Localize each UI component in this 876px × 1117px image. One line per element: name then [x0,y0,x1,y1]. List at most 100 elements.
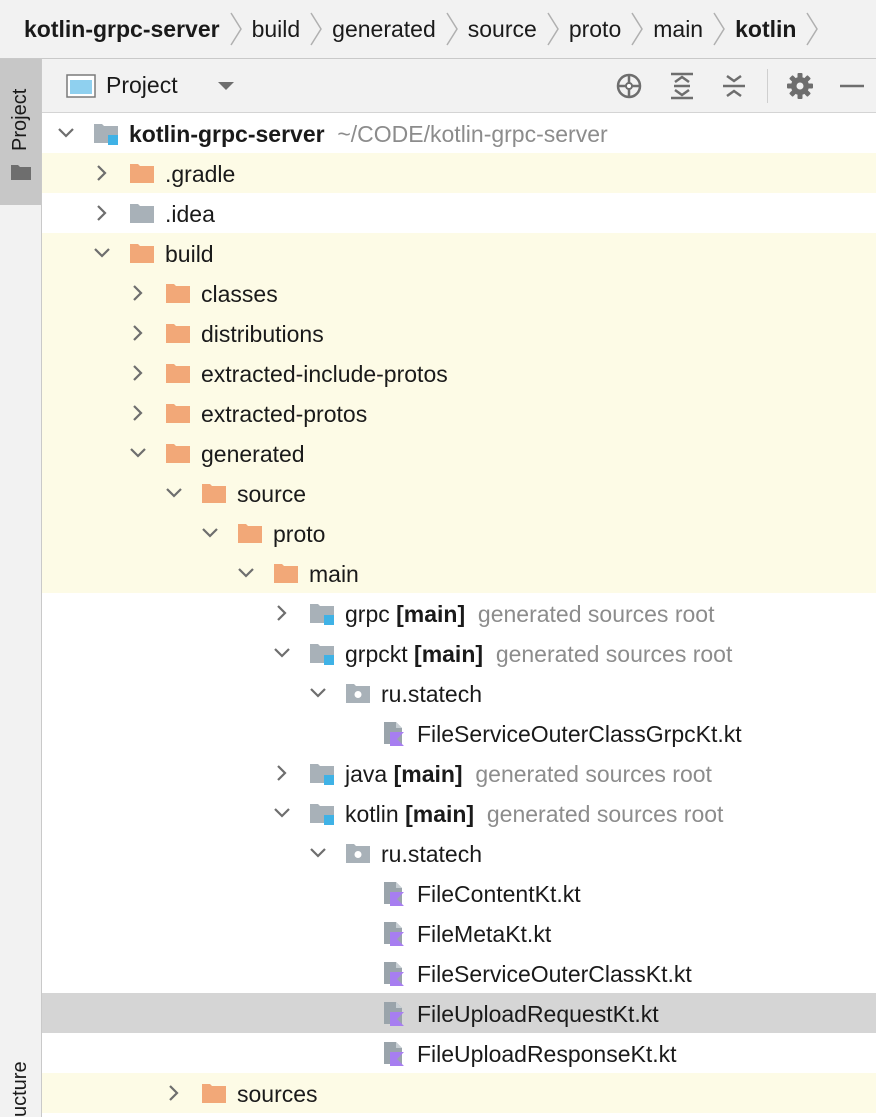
tree-row-label: FileServiceOuterClassGrpcKt.kt [417,721,742,747]
tree-row-label: distributions [201,321,324,347]
tree-row-label: build [165,241,214,267]
structure-side-tab-label: ucture [9,1061,31,1117]
tree-row[interactable]: ru.statech [42,673,876,713]
folder-name: kotlin [345,801,399,827]
tree-row[interactable]: FileContentKt.kt [42,873,876,913]
tree-row[interactable]: classes [42,273,876,313]
project-side-tab[interactable]: Project [0,59,41,205]
tree-row-label: FileUploadRequestKt.kt [417,1001,659,1027]
source-root-folder-icon [310,644,334,665]
tree-row-label: grpckt [main] generated sources root [345,641,732,668]
tree-row-label: grpc [main] generated sources root [345,601,714,628]
folder-icon [166,284,190,303]
chevron-down-icon[interactable] [56,123,76,143]
module-tag: [main] [393,761,463,787]
folder-icon [130,244,154,263]
chevron-right-icon[interactable] [128,403,148,423]
collapse-all-icon[interactable] [719,71,749,101]
module-tag: [main] [414,641,484,667]
tree-row[interactable]: FileMetaKt.kt [42,913,876,953]
tree-row[interactable]: .gradle [42,153,876,193]
folder-name: grpc [345,601,390,627]
project-tree: kotlin-grpc-server ~/CODE/kotlin-grpc-se… [42,113,876,1117]
tree-row[interactable]: main [42,553,876,593]
tree-row[interactable]: distributions [42,313,876,353]
tree-row-label: FileMetaKt.kt [417,921,552,947]
tree-row[interactable]: extracted-include-protos [42,353,876,393]
tree-row-root[interactable]: kotlin-grpc-server ~/CODE/kotlin-grpc-se… [42,113,876,153]
chevron-right-icon[interactable] [92,163,112,183]
chevron-right-icon[interactable] [128,283,148,303]
project-view-icon [66,74,96,98]
tree-row[interactable]: FileServiceOuterClassGrpcKt.kt [42,713,876,753]
tree-row[interactable]: proto [42,513,876,553]
expand-all-icon[interactable] [667,71,697,101]
chevron-right-icon[interactable] [92,203,112,223]
locate-file-crosshair-icon[interactable] [614,71,644,101]
chevron-right-icon[interactable] [272,763,292,783]
tree-row-selected[interactable]: FileUploadRequestKt.kt [42,993,876,1033]
tree-row-label: FileServiceOuterClassKt.kt [417,961,692,987]
tree-row[interactable]: sources [42,1073,876,1113]
chevron-right-icon[interactable] [128,363,148,383]
folder-icon [130,204,154,223]
tree-row-label: sources [237,1081,318,1107]
chevron-right-icon[interactable] [128,323,148,343]
kotlin-file-icon [384,1042,404,1066]
chevron-down-icon[interactable] [200,523,220,543]
project-side-tab-label: Project [9,88,31,151]
breadcrumb-item[interactable]: main [653,15,704,42]
tree-row-label: extracted-include-protos [201,361,448,387]
chevron-down-icon[interactable] [308,843,328,863]
root-note: generated sources root [477,601,715,627]
tree-row[interactable]: java [main] generated sources root [42,753,876,793]
tree-row-label: FileContentKt.kt [417,881,581,907]
folder-icon [238,524,262,543]
root-note: generated sources root [486,801,724,827]
chevron-down-icon[interactable] [308,683,328,703]
kotlin-file-icon [384,1002,404,1026]
folder-icon [166,404,190,423]
module-tag: [main] [396,601,466,627]
chevron-down-icon[interactable] [164,483,184,503]
tree-row[interactable]: build [42,233,876,273]
breadcrumb-item[interactable]: source [467,15,537,42]
tool-window-title[interactable]: Project [106,72,178,98]
root-project-name: kotlin-grpc-server [129,121,325,147]
breadcrumb-separator-icon [446,12,458,46]
structure-side-tab[interactable]: ucture [0,1049,41,1117]
minimize-icon[interactable] [837,71,867,101]
chevron-down-icon[interactable] [272,643,292,663]
package-icon [346,684,370,703]
tree-row-label: main [309,561,359,587]
kotlin-file-icon [384,722,404,746]
chevron-right-icon[interactable] [272,603,292,623]
chevron-down-icon[interactable] [272,803,292,823]
tree-row[interactable]: source [42,473,876,513]
gear-icon[interactable] [785,71,815,101]
chevron-down-icon[interactable] [236,563,256,583]
tree-row[interactable]: FileServiceOuterClassKt.kt [42,953,876,993]
tree-row-label: FileUploadResponseKt.kt [417,1041,677,1067]
tree-row[interactable]: grpc [main] generated sources root [42,593,876,633]
tree-row[interactable]: extracted-protos [42,393,876,433]
tree-row[interactable]: kotlin [main] generated sources root [42,793,876,833]
tree-row[interactable]: generated [42,433,876,473]
breadcrumb-item[interactable]: proto [568,15,622,42]
view-dropdown-chevron-down-icon[interactable] [216,79,236,93]
chevron-right-icon[interactable] [164,1083,184,1103]
tree-row[interactable]: .idea [42,193,876,233]
tree-row-label: kotlin-grpc-server ~/CODE/kotlin-grpc-se… [129,121,608,148]
breadcrumb-item[interactable]: build [251,15,301,42]
tree-row-label: classes [201,281,278,307]
breadcrumb-item[interactable]: kotlin-grpc-server [24,15,220,42]
folder-icon [166,364,190,383]
breadcrumb-item[interactable]: generated [332,15,436,42]
tree-row[interactable]: grpckt [main] generated sources root [42,633,876,673]
tree-row[interactable]: FileUploadResponseKt.kt [42,1033,876,1073]
breadcrumb-item[interactable]: kotlin [735,15,797,42]
kotlin-file-icon [384,962,404,986]
chevron-down-icon[interactable] [92,243,112,263]
chevron-down-icon[interactable] [128,443,148,463]
tree-row[interactable]: ru.statech [42,833,876,873]
